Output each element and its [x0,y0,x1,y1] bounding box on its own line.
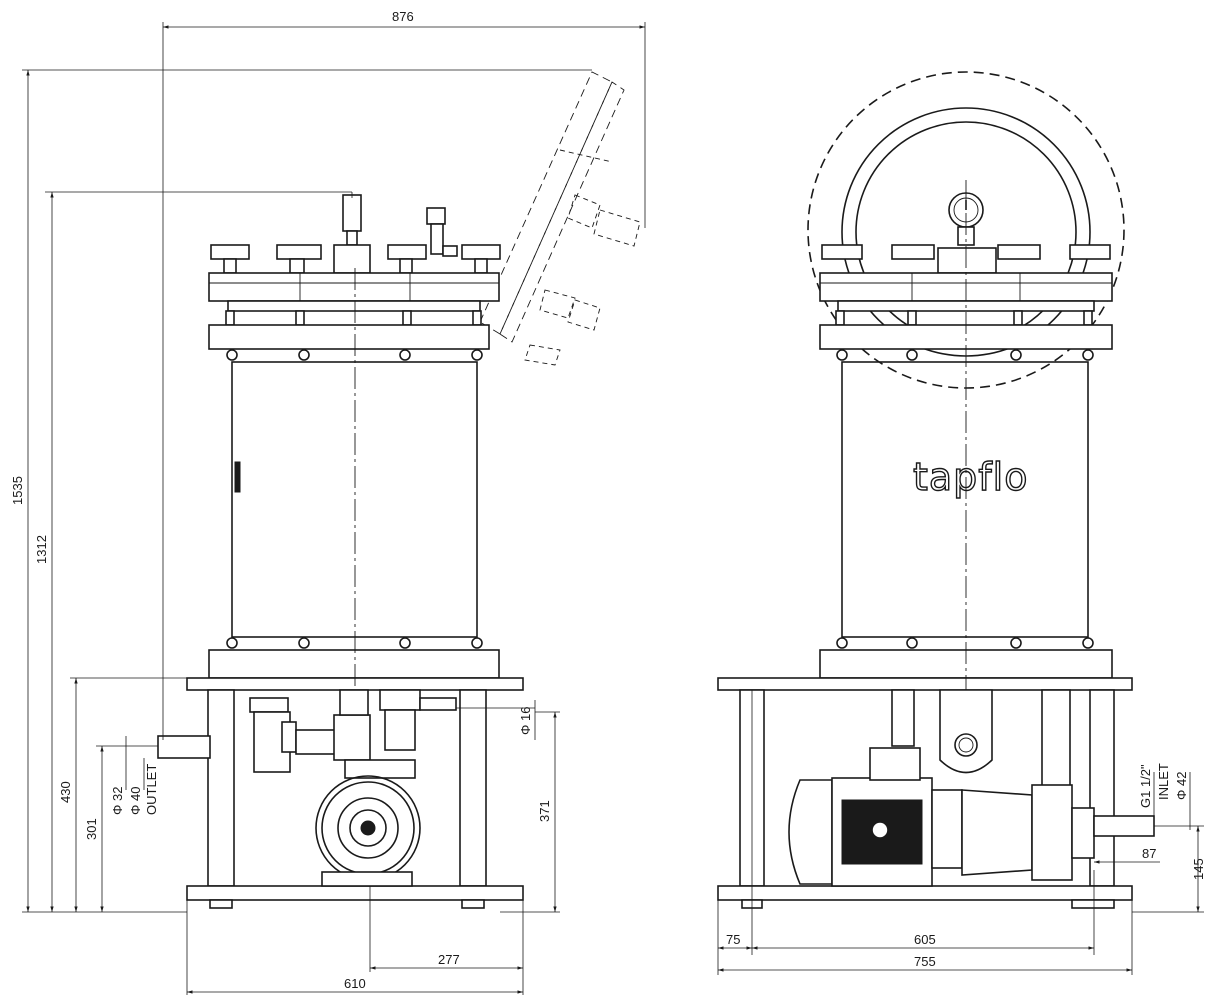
lid-fitting [333,244,371,274]
frame-leg-right [459,689,487,887]
outlet-label: OUTLET [144,764,159,815]
dimension-labels: 876 1535 1312 430 301 Φ 32 Φ 40 OUTLET Φ… [10,9,1206,991]
side-frame-bottom [717,885,1133,901]
side-knobs [821,244,1111,274]
lid [208,272,500,302]
dim-755: 755 [914,954,936,969]
side-pipe-right [1041,689,1071,791]
side-clamps [835,310,1093,326]
outlet-piping [157,689,457,779]
dim-430: 430 [58,781,73,803]
side-bracket [939,689,993,774]
tapflo-logo: tapflo [913,455,1029,499]
dim-876: 876 [392,9,414,24]
dim-301: 301 [84,818,99,840]
side-frame-top [717,677,1133,691]
side-pipe-left [891,689,915,747]
dim-1312: 1312 [34,535,49,564]
outlet-d32: Φ 32 [110,787,125,815]
side-motor [788,747,963,887]
dim-605: 605 [914,932,936,947]
tank-body [231,361,478,638]
side-lower-bolts [836,637,1094,649]
side-tank-body [841,361,1089,638]
dim-277: 277 [438,952,460,967]
side-pump-head [961,784,1155,881]
side-view: tapflo [717,71,1155,909]
upper-bolts [226,349,483,361]
outlet-d40: Φ 40 [128,787,143,815]
dim-1535: 1535 [10,476,25,505]
lower-flange [208,649,500,679]
top-valve-nozzle [442,245,458,257]
lid-clamps [225,310,482,326]
dim-75: 75 [726,932,740,947]
inlet-pipe [1093,815,1155,837]
tank-handle [234,461,241,493]
upper-flange [208,324,490,350]
top-valve-handle [426,207,446,225]
drain-d16: Φ 16 [518,707,533,735]
open-lid [479,71,641,366]
side-upper-bolts [836,349,1094,361]
manometer-stem [346,230,358,246]
manometer [342,194,362,232]
inlet-label: INLET [1156,763,1171,800]
frame-bottom [186,885,524,901]
dimension-lines [22,22,1204,995]
dim-610: 610 [344,976,366,991]
top-valve-body [430,223,444,255]
lid-knobs [210,244,501,274]
dim-371: 371 [537,800,552,822]
frame-leg-left [207,689,235,887]
dim-87: 87 [1142,846,1156,861]
inlet-thread: G1 1/2" [1138,764,1153,808]
lower-bolts [226,637,483,649]
inlet-d42: Φ 42 [1174,772,1189,800]
front-pump [315,775,421,887]
dim-145: 145 [1191,858,1206,880]
front-view [157,71,641,909]
